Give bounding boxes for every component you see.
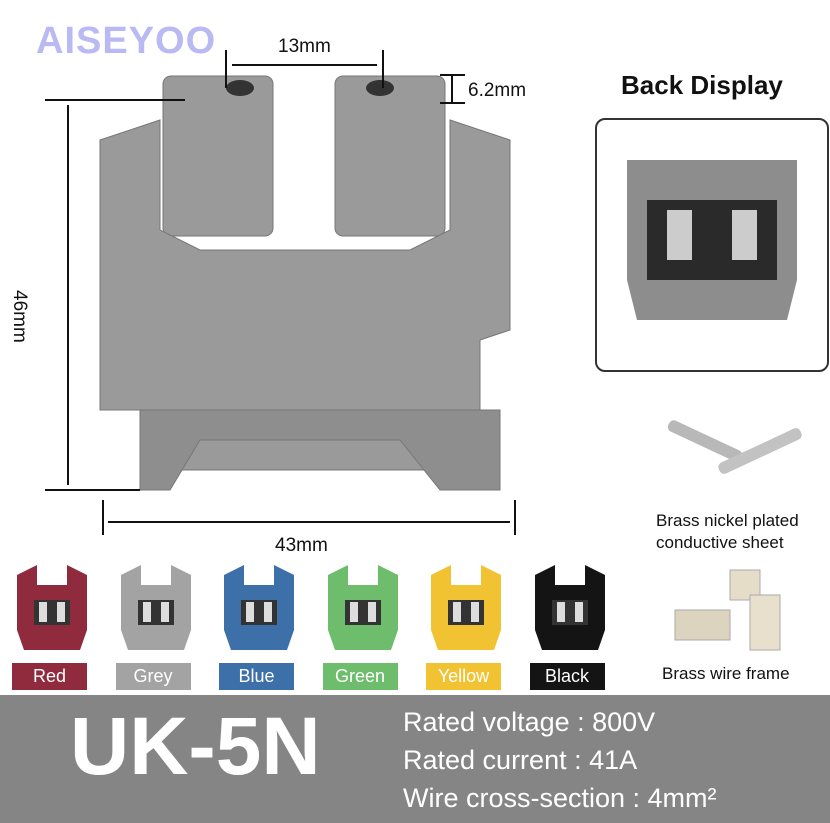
conductive-sheet-image [667,420,802,474]
height-dimension: 46mm [9,290,30,343]
back-display-image [595,118,829,372]
color-label-blue: Blue [219,663,294,690]
color-label-black: Black [529,663,605,690]
model-name: UK-5N [70,701,321,792]
conductive-sheet-label: Brass nickel plated conductive sheet [656,511,799,552]
width-dimension: 43mm [275,535,328,556]
brand-logo: AISEYOO [36,20,217,62]
color-label-yellow: Yellow [426,663,501,690]
top-height-dimension: 6.2mm [468,80,527,101]
terminal-red-image [12,560,92,655]
wire-frame-label: Brass wire frame [662,664,790,683]
terminal-yellow-image [426,560,506,655]
terminal-blue-image [219,560,299,655]
terminal-black-image [530,560,610,655]
pitch-dimension: 13mm [278,36,331,57]
terminal-block-drawing [45,50,516,535]
rated-voltage: Rated voltage : 800V [403,707,656,737]
rated-current: Rated current : 41A [403,745,638,775]
color-label-grey: Grey [115,663,191,690]
color-label-green: Green [322,663,398,690]
back-display-title: Back Display [621,70,783,100]
spec-banner [0,695,830,823]
terminal-grey-image [116,560,196,655]
wire-frame-image [674,569,781,651]
terminal-green-image [323,560,403,655]
wire-cross-section: Wire cross-section : 4mm² [403,783,717,813]
color-label-red: Red [12,663,87,690]
